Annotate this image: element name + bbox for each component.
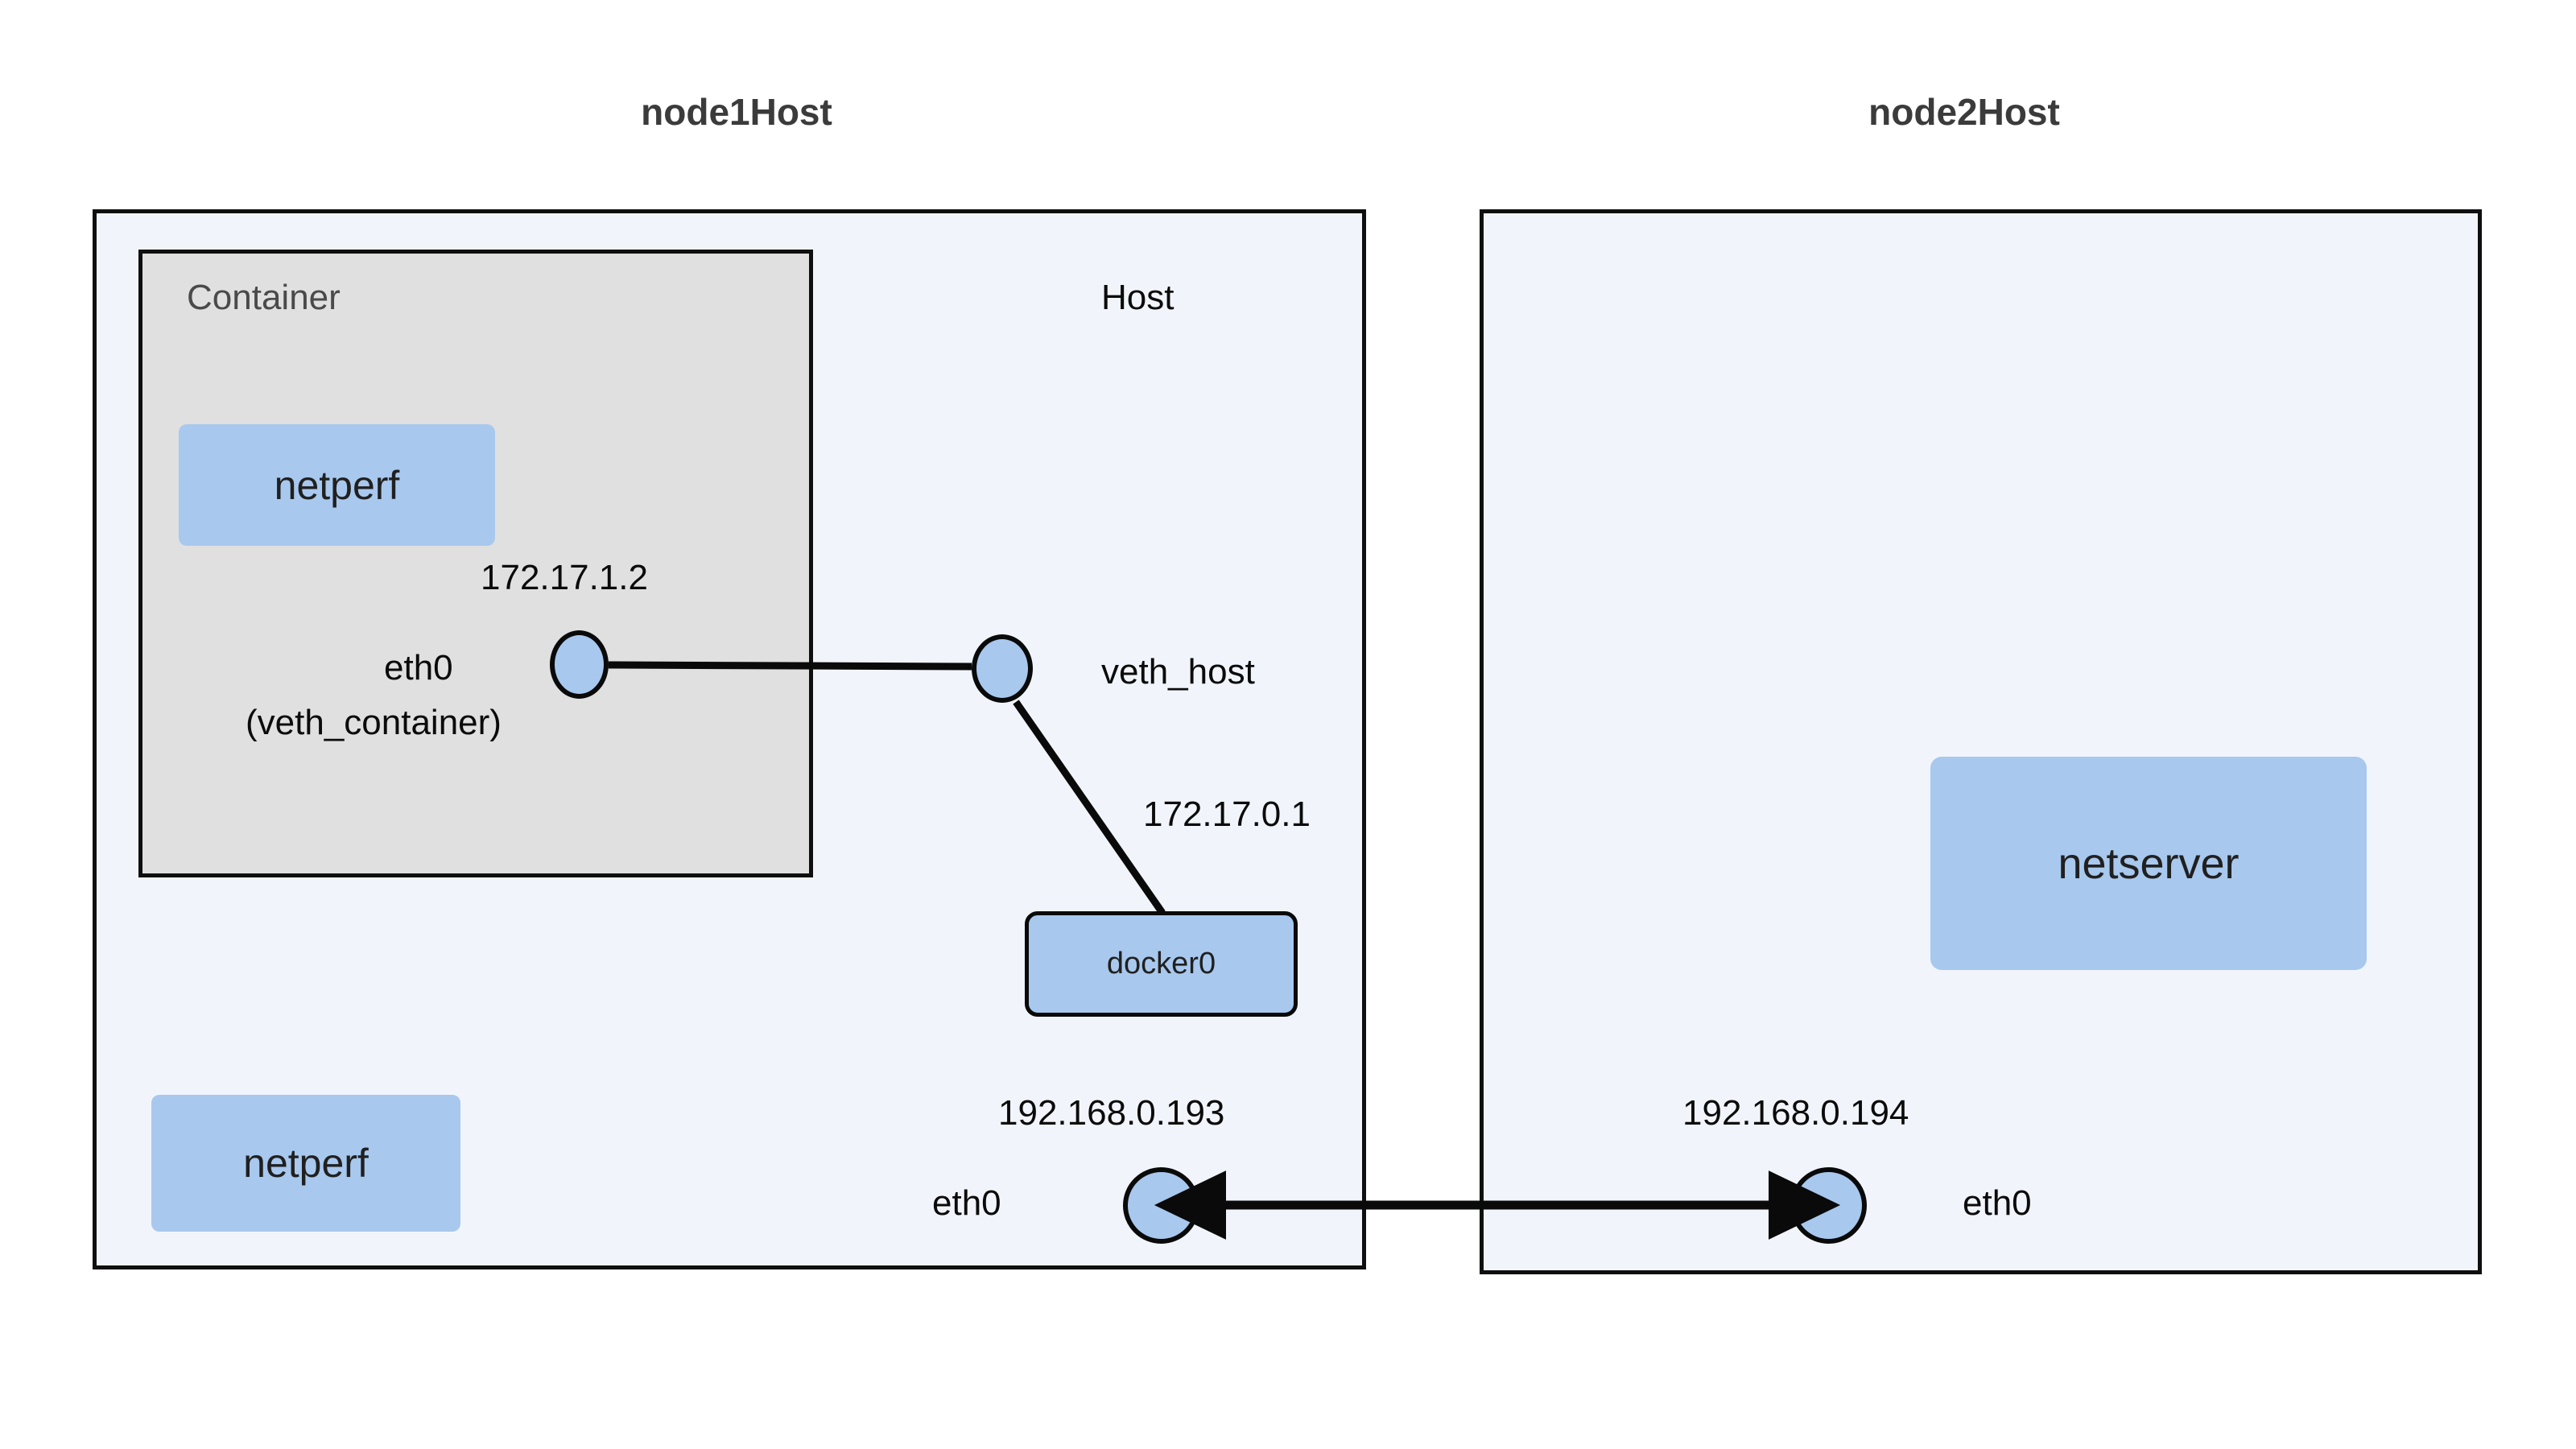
node1-host-title: node1Host <box>641 91 832 133</box>
docker0-bridge-box[interactable]: docker0 <box>1025 911 1298 1017</box>
container-eth0-alias-label: (veth_container) <box>246 703 502 742</box>
container-eth0-interface-node[interactable] <box>550 630 609 699</box>
node2-eth0-name-label: eth0 <box>1963 1183 2032 1223</box>
node2-host-title: node2Host <box>1868 91 2060 133</box>
node1-eth0-ip-label: 192.168.0.193 <box>998 1093 1225 1133</box>
docker0-ip-label: 172.17.0.1 <box>1143 795 1311 834</box>
netperf-process-host[interactable]: netperf <box>151 1095 460 1232</box>
veth-host-interface-node[interactable] <box>972 634 1033 703</box>
veth-host-label: veth_host <box>1101 652 1255 691</box>
node2-host-panel <box>1480 209 2482 1274</box>
host-label: Host <box>1101 278 1174 317</box>
container-boundary-box <box>138 250 813 877</box>
node1-eth0-interface-node[interactable] <box>1123 1167 1199 1244</box>
node1-eth0-name-label: eth0 <box>932 1183 1001 1223</box>
node2-eth0-interface-node[interactable] <box>1790 1167 1867 1244</box>
container-eth0-name-label: eth0 <box>384 648 453 687</box>
netperf-process-container[interactable]: netperf <box>179 424 495 546</box>
container-eth0-ip-label: 172.17.1.2 <box>481 558 648 597</box>
node2-eth0-ip-label: 192.168.0.194 <box>1682 1093 1909 1133</box>
container-label: Container <box>187 278 341 317</box>
netserver-process[interactable]: netserver <box>1930 757 2367 970</box>
